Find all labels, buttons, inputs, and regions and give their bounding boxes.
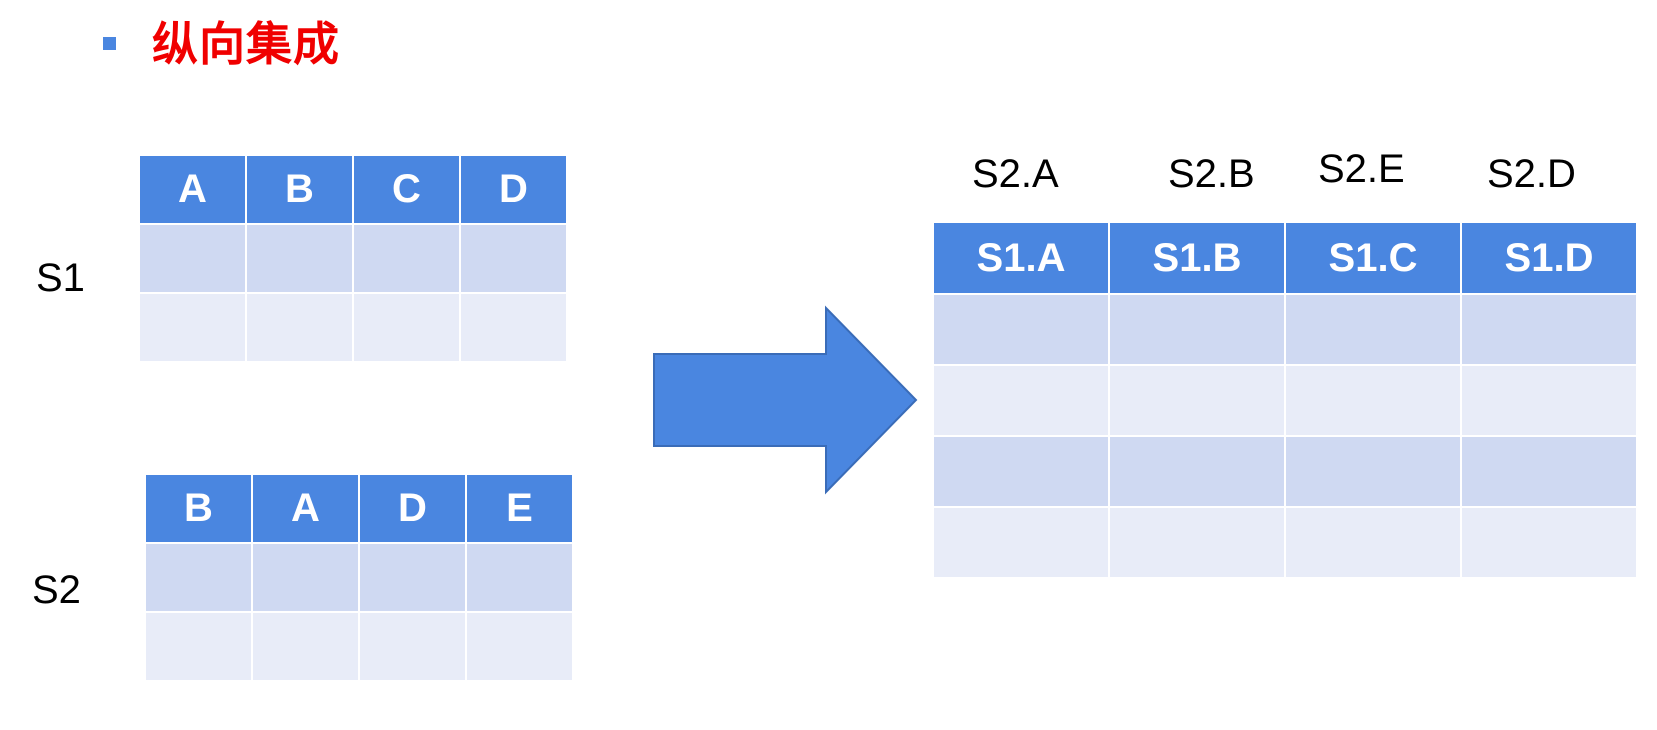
- table-cell: [932, 506, 1110, 579]
- table-cell: [352, 292, 461, 363]
- mapped-label-4: S2.D: [1487, 152, 1576, 196]
- table-row: [932, 506, 1638, 579]
- table-cell: [459, 292, 568, 363]
- table-cell: [1108, 293, 1286, 366]
- s1-label: S1: [36, 256, 85, 300]
- result-header-row: S1.A S1.B S1.C S1.D: [932, 221, 1638, 295]
- table-cell: [251, 542, 360, 613]
- table-row: [932, 293, 1638, 366]
- table-cell: [932, 364, 1110, 437]
- table-cell: [1108, 506, 1286, 579]
- table-row: [932, 435, 1638, 508]
- table-cell: [1284, 364, 1462, 437]
- mapped-label-2: S2.B: [1168, 152, 1255, 196]
- table-row: [144, 542, 574, 613]
- table-cell: [1460, 435, 1638, 508]
- s1-header-cell: A: [138, 154, 247, 225]
- result-table: S1.A S1.B S1.C S1.D: [932, 221, 1638, 579]
- table-cell: [251, 611, 360, 682]
- table-cell: [352, 223, 461, 294]
- table-cell: [465, 542, 574, 613]
- table-cell: [465, 611, 574, 682]
- table-cell: [1284, 506, 1462, 579]
- table-cell: [138, 292, 247, 363]
- s1-header-cell: D: [459, 154, 568, 225]
- table-row: [932, 364, 1638, 437]
- table-cell: [1460, 293, 1638, 366]
- table-cell: [144, 611, 253, 682]
- s2-header-cell: D: [358, 473, 467, 544]
- result-header-cell: S1.B: [1108, 221, 1286, 295]
- table-cell: [358, 542, 467, 613]
- table-row: [138, 223, 568, 294]
- table-cell: [459, 223, 568, 294]
- table-cell: [138, 223, 247, 294]
- table-cell: [932, 435, 1110, 508]
- mapped-label-1: S2.A: [972, 152, 1059, 196]
- table-cell: [932, 293, 1110, 366]
- s1-header-cell: C: [352, 154, 461, 225]
- s1-header-cell: B: [245, 154, 354, 225]
- result-header-cell: S1.D: [1460, 221, 1638, 295]
- s2-header-cell: A: [251, 473, 360, 544]
- table-cell: [1108, 435, 1286, 508]
- table-cell: [1460, 506, 1638, 579]
- table-row: [138, 292, 568, 363]
- table-cell: [245, 223, 354, 294]
- table-cell: [358, 611, 467, 682]
- page-title: 纵向集成: [152, 17, 340, 71]
- mapped-label-3: S2.E: [1318, 147, 1405, 191]
- table-cell: [1108, 364, 1286, 437]
- table-row: [144, 611, 574, 682]
- table-cell: [1460, 364, 1638, 437]
- s1-table: A B C D: [138, 154, 568, 363]
- s2-header-row: B A D E: [144, 473, 574, 544]
- result-header-cell: S1.A: [932, 221, 1110, 295]
- table-cell: [1284, 293, 1462, 366]
- s2-header-cell: B: [144, 473, 253, 544]
- table-cell: [245, 292, 354, 363]
- right-arrow-icon: [653, 305, 918, 495]
- s2-label: S2: [32, 568, 81, 612]
- result-header-cell: S1.C: [1284, 221, 1462, 295]
- table-cell: [1284, 435, 1462, 508]
- square-bullet-icon: [103, 37, 116, 50]
- table-cell: [144, 542, 253, 613]
- s2-header-cell: E: [465, 473, 574, 544]
- s2-table: B A D E: [144, 473, 574, 682]
- s1-header-row: A B C D: [138, 154, 568, 225]
